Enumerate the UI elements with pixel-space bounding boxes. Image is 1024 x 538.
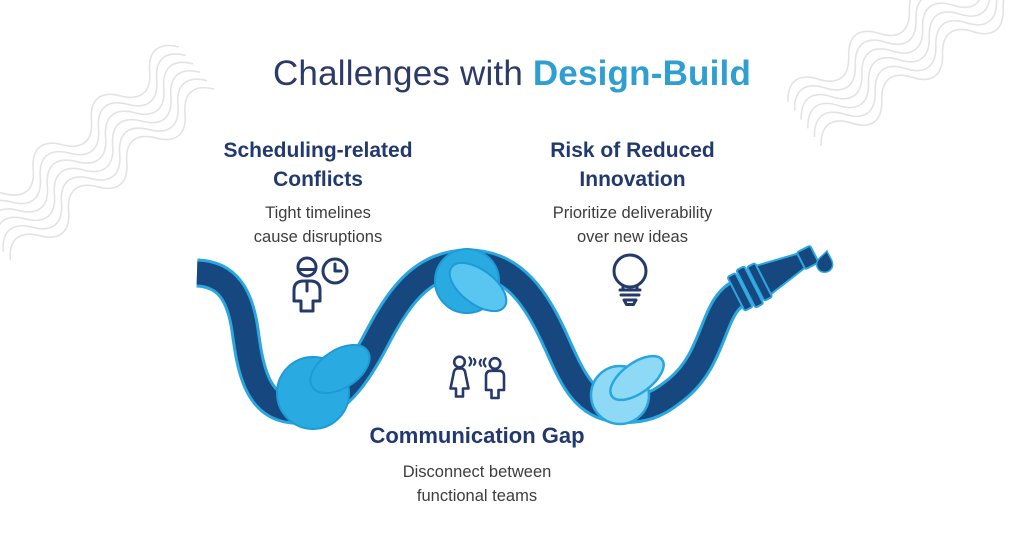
title-highlight: Design-Build bbox=[532, 54, 752, 93]
heading-line: Innovation bbox=[579, 168, 686, 191]
description-line: cause disruptions bbox=[253, 227, 383, 246]
challenge-description: Disconnect between functional teams bbox=[352, 461, 602, 508]
challenge-heading: Risk of Reduced Innovation bbox=[505, 136, 760, 194]
hose-knot-right bbox=[589, 354, 665, 426]
heading-line: Conflicts bbox=[273, 168, 363, 191]
lightbulb-icon bbox=[612, 253, 648, 306]
hose-knot-left bbox=[276, 343, 371, 430]
people-talking-icon bbox=[449, 355, 506, 400]
heading-line: Risk of Reduced bbox=[550, 139, 715, 162]
heading-line: Communication Gap bbox=[369, 423, 585, 448]
description-line: functional teams bbox=[416, 486, 538, 505]
challenge-description: Prioritize deliverability over new ideas bbox=[505, 202, 760, 249]
worker-clock-icon bbox=[292, 256, 349, 313]
heading-line: Scheduling-related bbox=[223, 139, 413, 162]
challenge-heading: Communication Gap bbox=[352, 421, 602, 451]
challenge-heading: Scheduling-related Conflicts bbox=[193, 136, 443, 194]
hose-knot-top bbox=[434, 248, 508, 314]
description-line: over new ideas bbox=[577, 227, 688, 246]
description-line: Prioritize deliverability bbox=[552, 204, 713, 222]
challenge-scheduling-conflicts: Scheduling-related Conflicts Tight timel… bbox=[193, 136, 443, 249]
hose-nozzle bbox=[727, 245, 820, 312]
description-line: Disconnect between bbox=[402, 463, 552, 481]
challenge-communication-gap: Communication Gap Disconnect between fun… bbox=[352, 421, 602, 508]
title-prefix: Challenges with bbox=[272, 54, 524, 93]
challenge-reduced-innovation: Risk of Reduced Innovation Prioritize de… bbox=[505, 136, 760, 249]
water-drop-icon bbox=[815, 249, 834, 274]
description-line: Tight timelines bbox=[265, 204, 371, 222]
challenge-description: Tight timelines cause disruptions bbox=[193, 202, 443, 249]
